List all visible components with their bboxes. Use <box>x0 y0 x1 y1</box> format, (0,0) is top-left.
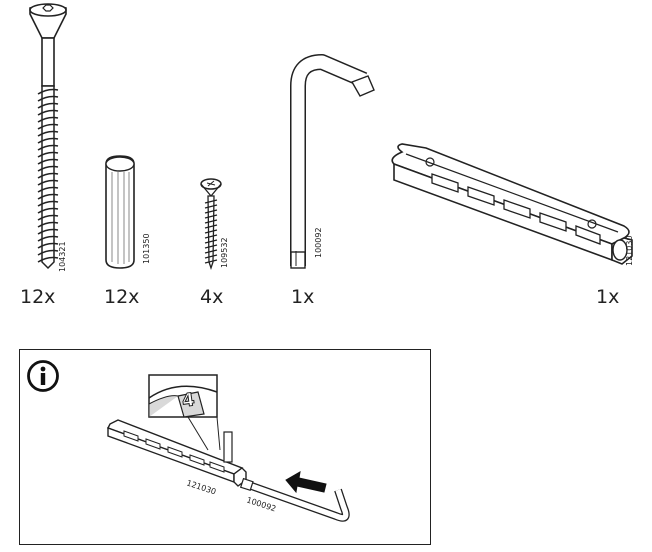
part-number: 101350 <box>142 233 151 264</box>
part-quantity: 1x <box>596 286 620 308</box>
step-number: 4 <box>180 389 196 413</box>
part-number: 109532 <box>220 237 229 268</box>
hex-allen-key-icon <box>239 477 350 522</box>
drilling-guide-rail-icon <box>107 419 247 487</box>
info-icon <box>27 360 59 392</box>
countersunk-screw-icon <box>29 3 67 270</box>
push-arrow-icon <box>285 471 327 494</box>
wooden-dowel-icon <box>105 155 135 269</box>
part-quantity: 12x <box>104 286 140 308</box>
part-number: 104321 <box>58 241 67 272</box>
part-quantity: 1x <box>291 286 315 308</box>
hex-allen-key-icon <box>290 54 375 269</box>
part-number: 121030 <box>625 235 634 266</box>
info-panel: 4 121030 100092 <box>19 349 431 545</box>
small-wood-screw-icon <box>200 178 222 271</box>
part-number: 100092 <box>314 227 323 258</box>
part-quantity: 4x <box>200 286 224 308</box>
detail-inset <box>148 374 221 451</box>
drilling-guide-rail-icon <box>391 143 633 265</box>
part-quantity: 12x <box>20 286 56 308</box>
